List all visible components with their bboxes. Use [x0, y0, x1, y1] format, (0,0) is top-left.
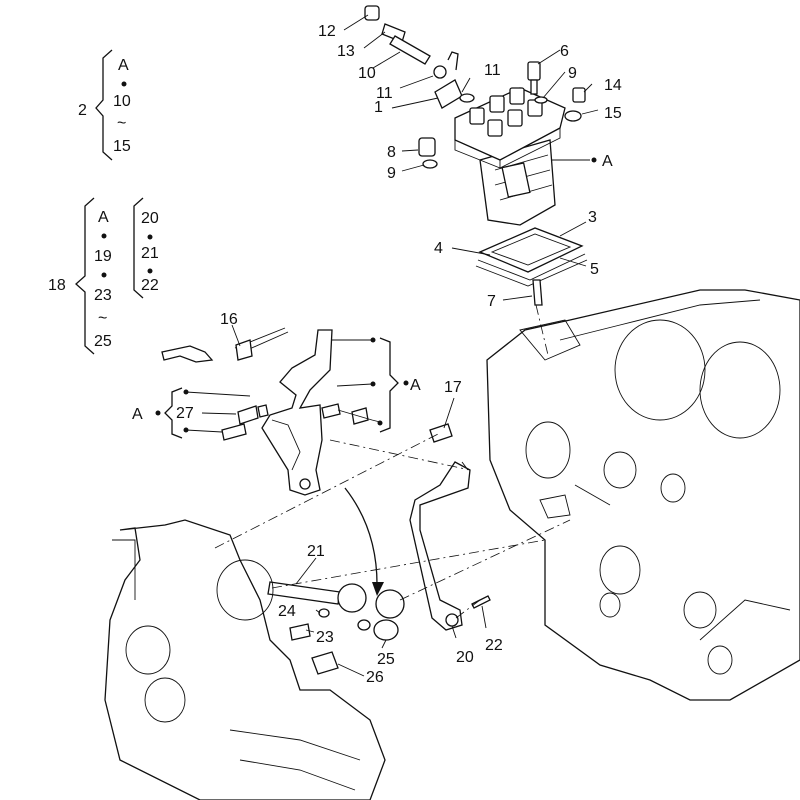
callout-9-top: 9: [568, 65, 577, 82]
legend-2-sub-bullet-1: [147, 234, 153, 240]
callout-1: 1: [374, 99, 383, 116]
callout-26: 26: [366, 669, 384, 686]
assembly-arrow-head: [372, 582, 384, 596]
governor-lever-assembly: [261, 329, 333, 496]
springs-and-pins-27: [221, 403, 369, 441]
legend-2-tilde: ~: [98, 310, 107, 327]
pin-22: [471, 595, 491, 609]
callout-21: 21: [307, 543, 325, 560]
small-bracket-16: [161, 327, 289, 363]
callout-25: 25: [377, 651, 395, 668]
legend-1-item-10: 10: [113, 93, 131, 110]
assembly-arrow: [344, 487, 378, 589]
pump-gaskets: [475, 227, 588, 287]
lever-20: [409, 461, 471, 631]
callout-20: 20: [456, 649, 474, 666]
callout-27: 27: [176, 405, 194, 422]
legend-1-item-a: A: [118, 57, 129, 74]
shaft-21: [267, 581, 341, 605]
callout-8: 8: [387, 144, 396, 161]
group-a-brackets: [155, 157, 597, 439]
legend-1-parent: 2: [78, 102, 87, 119]
callout-a-pump: A: [602, 153, 613, 170]
legend-group-1: 2 A 10 ~ 15: [78, 49, 131, 161]
leader-lines: [185, 14, 599, 677]
timing-cover: [104, 519, 386, 800]
callout-6: 6: [560, 43, 569, 60]
callout-5: 5: [590, 261, 599, 278]
bolt-26: [311, 651, 339, 675]
legend-1-item-15: 15: [113, 138, 131, 155]
banjo-bolt-assembly: [364, 5, 475, 109]
legend-2-bullet-1: [101, 233, 107, 239]
callout-22: 22: [485, 637, 503, 654]
callout-24: 24: [278, 603, 296, 620]
callout-a-left: A: [132, 406, 143, 423]
bushings-25: [337, 583, 405, 641]
callout-16: 16: [220, 311, 238, 328]
legend-2-sub-21: 21: [141, 245, 159, 262]
legend-1-bullet: [121, 81, 127, 87]
callout-17: 17: [444, 379, 462, 396]
callout-7: 7: [487, 293, 496, 310]
legend-group-2: 18 A 19 23 ~ 25 20 21 22: [48, 197, 159, 355]
callout-a-lever: A: [410, 377, 421, 394]
legend-2-item-25: 25: [94, 333, 112, 350]
legend-2-sub-22: 22: [141, 277, 159, 294]
legend-2-bullet-2: [101, 272, 107, 278]
callout-11-right: 11: [484, 62, 501, 79]
bolt-6-and-washer-9: [527, 61, 548, 104]
legend-2-sub-bullet-2: [147, 268, 153, 274]
legend-2-parent: 18: [48, 277, 66, 294]
legend-1-tilde: ~: [117, 115, 126, 132]
callout-12: 12: [318, 23, 336, 40]
callout-labels: 12 13 10 11 11 1 6 9 14 15 8 9 A 3 4 5 7…: [132, 23, 622, 686]
callout-4: 4: [434, 240, 443, 257]
plug-14-and-washer-15: [564, 87, 586, 122]
plug-8-and-washer-9: [418, 137, 438, 169]
callout-9-bottom: 9: [387, 165, 396, 182]
legend-2-item-23: 23: [94, 287, 112, 304]
engine-block: [486, 289, 800, 701]
stud-7: [532, 279, 543, 306]
callout-13: 13: [337, 43, 355, 60]
legend-2-sub-20: 20: [141, 210, 159, 227]
alignment-lines: [214, 304, 571, 619]
legend-2-item-a: A: [98, 209, 109, 226]
pump-delivery-valves: [469, 87, 543, 137]
callout-11-left: 11: [376, 85, 393, 102]
callout-23: 23: [316, 629, 334, 646]
spring-17: [429, 423, 453, 443]
legend-2-item-19: 19: [94, 248, 112, 265]
injection-pump: [454, 87, 566, 226]
callout-3: 3: [588, 209, 597, 226]
callout-14: 14: [604, 77, 622, 94]
washer-24: [318, 608, 330, 618]
screw-23: [289, 623, 311, 641]
callout-10: 10: [358, 65, 376, 82]
callout-15: 15: [604, 105, 622, 122]
